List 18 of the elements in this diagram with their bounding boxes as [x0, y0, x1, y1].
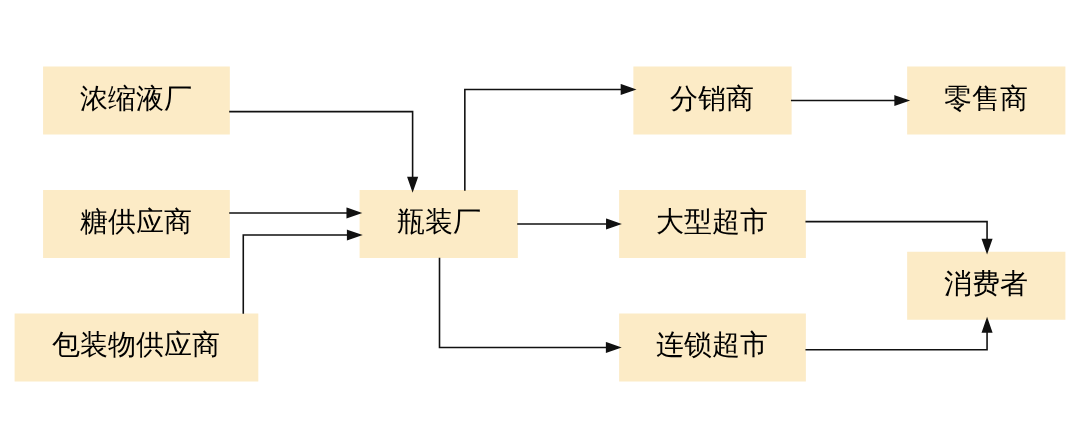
arrow [790, 94, 911, 106]
node-box: 糖供应商 [43, 189, 230, 258]
arrow [228, 110, 419, 193]
node-box: 包装物供应商 [14, 312, 259, 381]
arrow [804, 220, 993, 255]
node-box: 消费者 [907, 251, 1066, 320]
arrow [516, 217, 622, 230]
node-box: 瓶装厂 [359, 189, 518, 258]
node-box: 浓缩液厂 [43, 66, 230, 135]
arrow [438, 256, 622, 353]
arrow [464, 83, 637, 192]
arrow [228, 206, 363, 218]
node-box: 分销商 [633, 66, 792, 135]
node-box: 大型超市 [619, 189, 806, 258]
arrow [242, 229, 363, 315]
node-box: 零售商 [907, 66, 1066, 135]
arrow [804, 316, 993, 351]
node-box: 连锁超市 [619, 312, 806, 381]
